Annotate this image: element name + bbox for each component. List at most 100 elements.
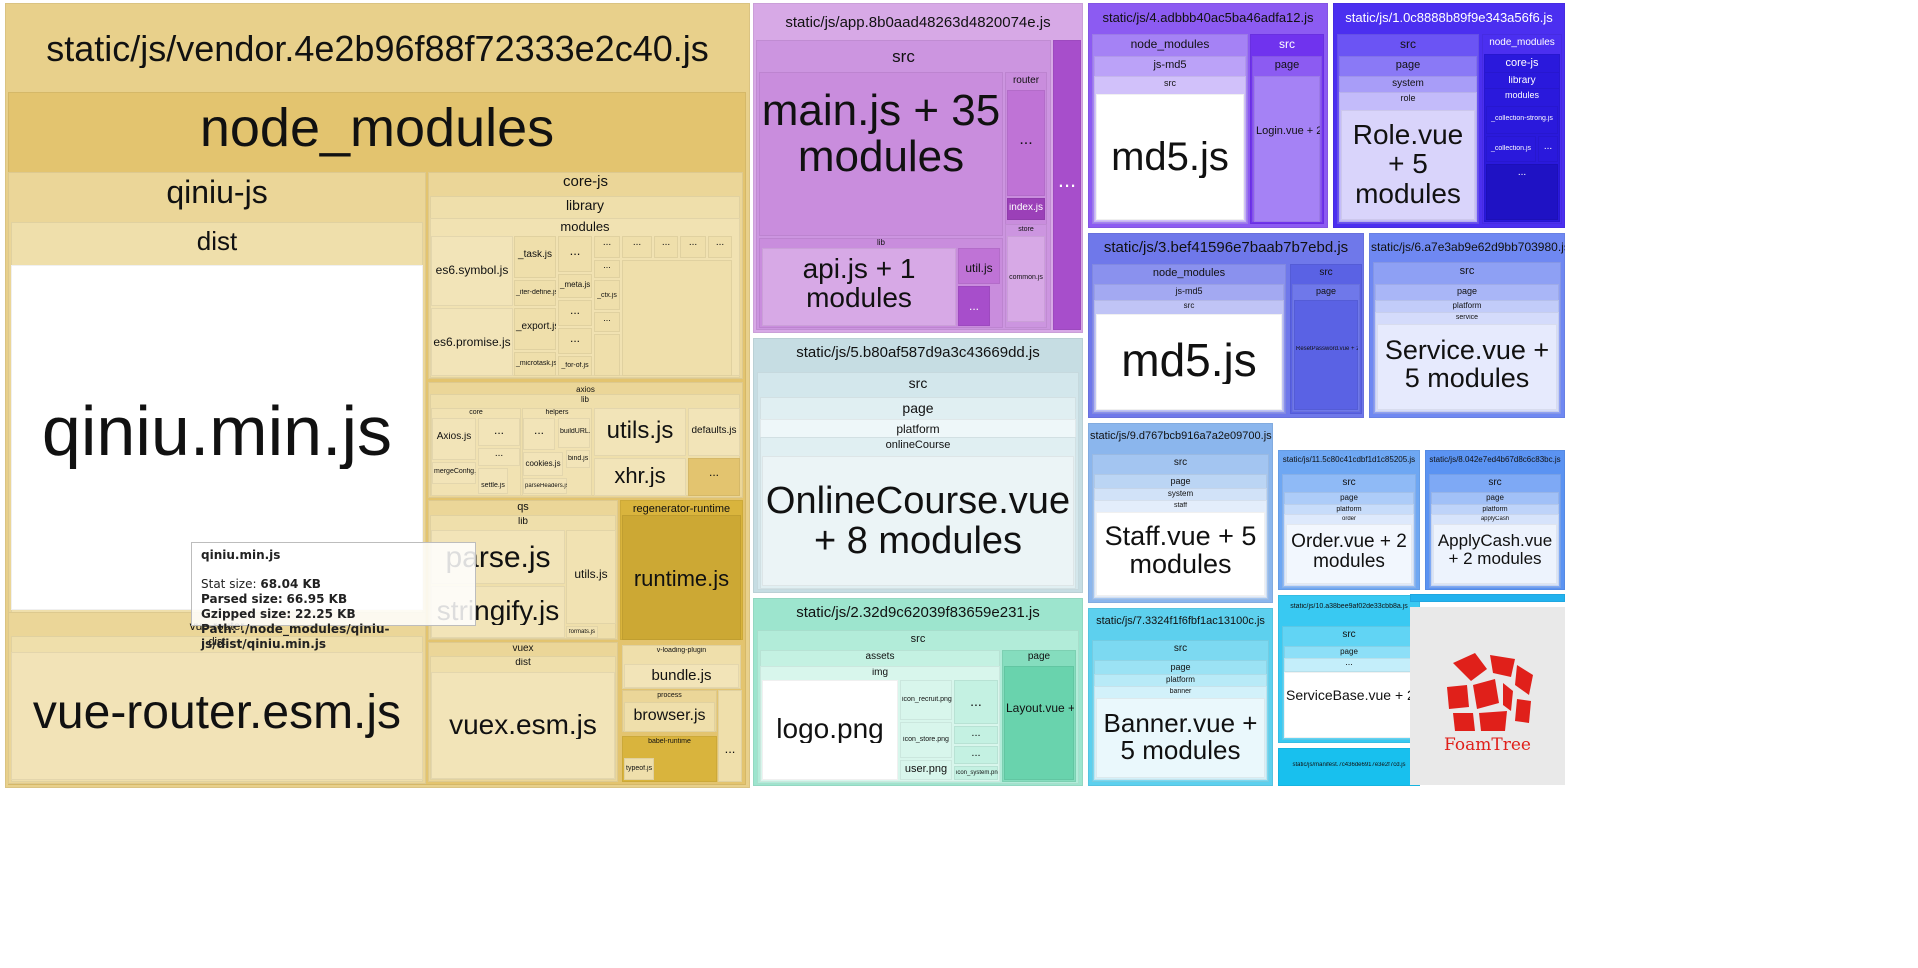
tooltip-gzip-value: 22.25 KB bbox=[295, 607, 356, 621]
folder-platform-label: platform bbox=[1166, 676, 1195, 684]
module-microtask[interactable] bbox=[514, 352, 556, 376]
module-util[interactable] bbox=[958, 248, 1000, 284]
module-task[interactable] bbox=[514, 236, 556, 278]
module-reset-password[interactable] bbox=[1294, 300, 1358, 410]
module-group-ellipsis[interactable] bbox=[622, 236, 652, 258]
module-cookies[interactable] bbox=[523, 452, 563, 476]
module-vuex-esm-label: vuex.esm.js bbox=[449, 710, 597, 740]
module-group-ellipsis[interactable] bbox=[558, 300, 592, 326]
module-banner[interactable] bbox=[1096, 698, 1265, 778]
module-merge-config[interactable] bbox=[432, 462, 476, 484]
module-group-ellipsis[interactable] bbox=[1007, 90, 1045, 196]
module-group-ellipsis[interactable] bbox=[954, 746, 998, 764]
module-online-course-label: OnlineCourse.vue + 8 modules bbox=[765, 482, 1071, 562]
folder-system-label: system bbox=[1392, 79, 1424, 89]
module-group-ellipsis[interactable] bbox=[478, 418, 520, 446]
module-icon-store[interactable] bbox=[900, 722, 952, 758]
module-bundle[interactable] bbox=[624, 664, 739, 688]
module-collection-strong[interactable] bbox=[1486, 106, 1558, 134]
module-group-ellipsis[interactable] bbox=[954, 680, 998, 724]
module-settle[interactable] bbox=[478, 468, 508, 494]
module-md5[interactable] bbox=[1096, 314, 1282, 410]
folder-order-label: order bbox=[1341, 516, 1356, 522]
module-es6-promise[interactable] bbox=[431, 308, 513, 376]
module-vuex-esm[interactable] bbox=[431, 672, 615, 779]
module-group[interactable] bbox=[594, 334, 620, 376]
module-group-ellipsis-label: ... bbox=[569, 304, 580, 317]
module-staff-label: Staff.vue + 5 modules bbox=[1104, 522, 1257, 579]
folder-core-js-modules-label: modules bbox=[560, 220, 610, 234]
module-reset-password-label: ResetPassword.vue + 2 modules bbox=[1296, 346, 1358, 352]
module-group-ellipsis[interactable] bbox=[594, 236, 620, 258]
module-service[interactable] bbox=[1377, 324, 1557, 410]
module-login[interactable] bbox=[1254, 76, 1320, 222]
module-group-ellipsis[interactable] bbox=[1053, 40, 1081, 330]
tooltip-stat-value: 68.04 KB bbox=[260, 577, 321, 591]
module-group-ellipsis[interactable] bbox=[594, 312, 620, 332]
module-logo[interactable] bbox=[762, 680, 898, 780]
module-group-small[interactable] bbox=[622, 260, 732, 376]
module-parse-headers[interactable] bbox=[523, 478, 567, 494]
module-common[interactable] bbox=[1007, 236, 1045, 322]
module-group-ellipsis[interactable] bbox=[688, 458, 740, 496]
module-user[interactable] bbox=[900, 760, 952, 780]
module-iter-define[interactable] bbox=[514, 280, 556, 306]
module-bind[interactable] bbox=[566, 450, 590, 468]
module-group-ellipsis[interactable] bbox=[1538, 136, 1558, 162]
module-icon-recruit[interactable] bbox=[900, 680, 952, 720]
chunk-manifest[interactable] bbox=[1278, 748, 1420, 786]
module-group-ellipsis[interactable] bbox=[654, 236, 678, 258]
module-group-ellipsis[interactable] bbox=[558, 328, 592, 354]
module-group-ellipsis[interactable] bbox=[594, 260, 620, 278]
module-vue-router-esm[interactable] bbox=[11, 652, 423, 780]
module-icon-system[interactable] bbox=[954, 766, 998, 780]
module-for-of[interactable] bbox=[558, 356, 592, 376]
module-api[interactable] bbox=[762, 248, 956, 326]
module-collection[interactable] bbox=[1486, 136, 1536, 162]
chunk-small[interactable] bbox=[1410, 594, 1565, 602]
folder-src-label: src bbox=[1173, 458, 1188, 468]
module-defaults[interactable] bbox=[688, 408, 740, 456]
module-qs-utils[interactable] bbox=[566, 530, 616, 624]
module-staff[interactable] bbox=[1096, 512, 1265, 596]
tooltip-path-value: ./node_modules/qiniu-js/dist/qiniu.min.j… bbox=[201, 622, 390, 651]
module-ctx[interactable] bbox=[594, 280, 620, 310]
module-layout[interactable] bbox=[1004, 666, 1074, 780]
module-group-ellipsis[interactable] bbox=[478, 448, 520, 466]
module-es6-symbol[interactable] bbox=[431, 236, 513, 306]
module-export[interactable] bbox=[514, 308, 556, 350]
module-online-course[interactable] bbox=[762, 456, 1074, 586]
module-build-url[interactable] bbox=[558, 418, 590, 448]
module-role[interactable] bbox=[1341, 110, 1475, 220]
module-group-ellipsis[interactable] bbox=[958, 286, 990, 326]
foamtree-logo[interactable]: FoamTree bbox=[1410, 607, 1565, 785]
module-group-ellipsis[interactable] bbox=[558, 236, 592, 272]
module-md5[interactable] bbox=[1096, 94, 1244, 220]
module-axios-utils[interactable] bbox=[594, 408, 686, 456]
module-apply-cash[interactable] bbox=[1433, 524, 1557, 584]
module-group-ellipsis[interactable] bbox=[1486, 164, 1558, 220]
module-browser[interactable] bbox=[624, 702, 715, 732]
folder-src-label: src bbox=[1459, 266, 1475, 277]
tooltip-parsed-label: Parsed size: bbox=[201, 592, 283, 606]
folder-core-js-label: core-js bbox=[1505, 58, 1539, 69]
module-group-ellipsis[interactable] bbox=[708, 236, 732, 258]
folder-qiniu-dist-label: dist bbox=[196, 228, 238, 256]
module-main[interactable] bbox=[759, 72, 1003, 236]
module-axios[interactable] bbox=[432, 418, 476, 460]
module-order[interactable] bbox=[1286, 524, 1412, 584]
module-index[interactable] bbox=[1007, 198, 1045, 220]
module-group-ellipsis[interactable] bbox=[680, 236, 706, 258]
module-meta[interactable] bbox=[558, 274, 592, 298]
module-group-ellipsis[interactable] bbox=[523, 418, 555, 450]
module-group-ellipsis-label: ... bbox=[970, 694, 982, 709]
chunk-2-label: static/js/2.32d9c62039f83659e231.js bbox=[796, 605, 1040, 621]
module-xhr[interactable] bbox=[594, 458, 686, 496]
module-group-ellipsis[interactable] bbox=[954, 726, 998, 744]
module-formats[interactable] bbox=[566, 626, 598, 638]
module-runtime[interactable] bbox=[622, 515, 741, 640]
module-typeof[interactable] bbox=[624, 758, 654, 780]
module-service-base[interactable] bbox=[1284, 672, 1414, 738]
folder-banner-label: banner bbox=[1169, 688, 1192, 695]
module-group-ellipsis[interactable] bbox=[718, 690, 742, 782]
